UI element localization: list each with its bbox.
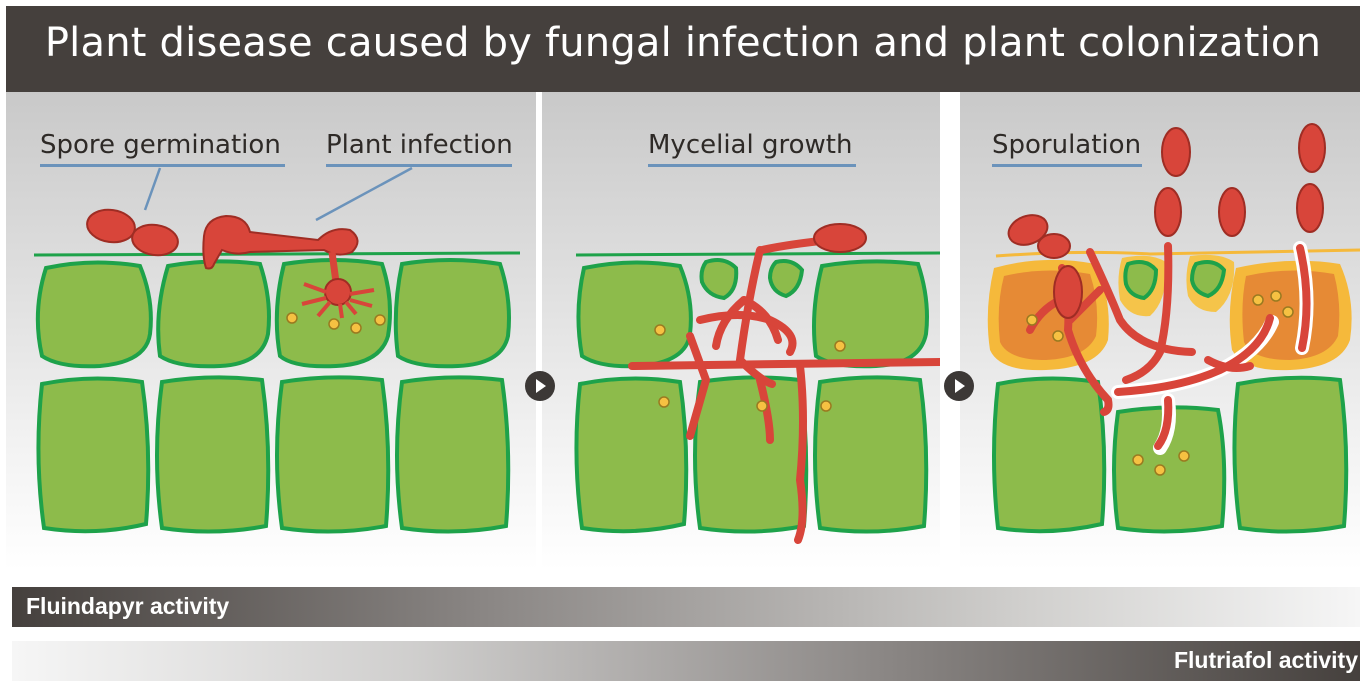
label-mycelial-growth: Mycelial growth	[648, 130, 852, 160]
cell	[158, 261, 269, 366]
underline	[326, 164, 512, 167]
cell	[396, 260, 509, 366]
label-spore-germination: Spore germination	[40, 130, 281, 160]
small-cells	[1125, 262, 1224, 298]
lower-cells	[38, 377, 508, 531]
leaf-surface-line	[34, 253, 520, 255]
fluindapyr-activity-label: Fluindapyr activity	[26, 593, 229, 620]
panel3-drawing	[988, 124, 1360, 532]
leader-spore-germination	[145, 168, 160, 210]
label-plant-infection: Plant infection	[326, 130, 513, 160]
panel1-drawing	[34, 168, 520, 532]
lower-cells	[576, 377, 926, 531]
spore	[130, 222, 180, 258]
label-sporulation: Sporulation	[992, 130, 1141, 160]
underline	[40, 164, 285, 167]
cell	[277, 377, 388, 531]
cell	[38, 378, 148, 531]
cell	[397, 377, 508, 531]
cell	[157, 377, 268, 531]
panel2-drawing	[576, 224, 940, 540]
underline	[648, 164, 856, 167]
flutriafol-activity-label: Flutriafol activity	[1174, 647, 1358, 674]
upper-cells	[38, 260, 509, 366]
next-stage-arrow-icon	[944, 371, 974, 401]
spore	[85, 207, 137, 245]
fluindapyr-activity-bar: Fluindapyr activity	[12, 587, 1360, 627]
flutriafol-activity-bar: Flutriafol activity	[12, 641, 1360, 681]
next-stage-arrow-icon	[525, 371, 555, 401]
spore	[814, 224, 866, 252]
underline	[992, 164, 1142, 167]
leader-plant-infection	[316, 168, 412, 220]
cell	[38, 262, 151, 366]
